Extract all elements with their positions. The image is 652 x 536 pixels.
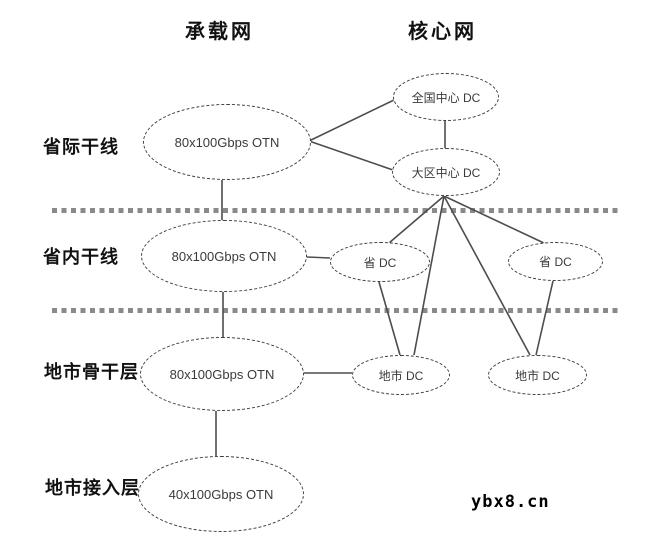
node-region-center-dc: 大区中心 DC [392,148,500,196]
node-otn-inter-provincial: 80x100Gbps OTN [143,104,311,180]
layer-label-metro-access: 地市接入层 [45,478,140,498]
layer-label-intra-provincial-trunk: 省内干线 [43,247,119,267]
edge-region-dc-province-dc-left [388,195,445,244]
edge-otn1-region-dc [308,140,394,171]
edge-otn2-province-dc-left [306,256,331,259]
node-otn-metro-backbone-label: 80x100Gbps OTN [169,366,275,382]
node-region-center-dc-label: 大区中心 DC [411,165,481,180]
header-bearer-network: 承载网 [185,21,254,43]
node-otn-metro-backbone: 80x100Gbps OTN [140,337,304,411]
edge-province-dc-left-city-dc-left [378,281,401,356]
layer-label-metro-backbone: 地市骨干层 [44,362,139,382]
node-otn-intra-provincial-label: 80x100Gbps OTN [171,248,277,264]
edge-region-dc-city-dc-left [413,195,445,356]
node-otn-intra-provincial: 80x100Gbps OTN [141,220,307,292]
node-city-dc-left-label: 地市 DC [378,368,424,383]
node-province-dc-right: 省 DC [508,242,603,281]
node-city-dc-left: 地市 DC [352,355,450,395]
edge-region-dc-city-dc-right [443,195,531,356]
edge-region-dc-province-dc-right [443,195,547,245]
layer-divider-bottom [52,308,622,313]
node-province-dc-right-label: 省 DC [539,255,572,269]
node-province-dc-left: 省 DC [330,242,430,282]
watermark-text: ybx8.cn [471,492,550,512]
edge-province-dc-right-city-dc-right [535,280,554,356]
node-city-dc-right-label: 地市 DC [515,368,560,383]
node-otn-metro-access: 40x100Gbps OTN [138,456,304,532]
node-city-dc-right: 地市 DC [488,355,587,395]
node-province-dc-left-label: 省 DC [363,255,397,270]
node-national-center-dc-label: 全国中心 DC [411,90,481,105]
layer-divider-top [52,208,622,213]
node-otn-metro-access-label: 40x100Gbps OTN [168,486,274,502]
layer-label-inter-provincial-trunk: 省际干线 [43,137,119,157]
node-otn-inter-provincial-label: 80x100Gbps OTN [174,134,280,150]
node-national-center-dc: 全国中心 DC [393,73,499,121]
header-core-network: 核心网 [408,21,477,43]
edge-otn1-national-dc [308,99,395,142]
